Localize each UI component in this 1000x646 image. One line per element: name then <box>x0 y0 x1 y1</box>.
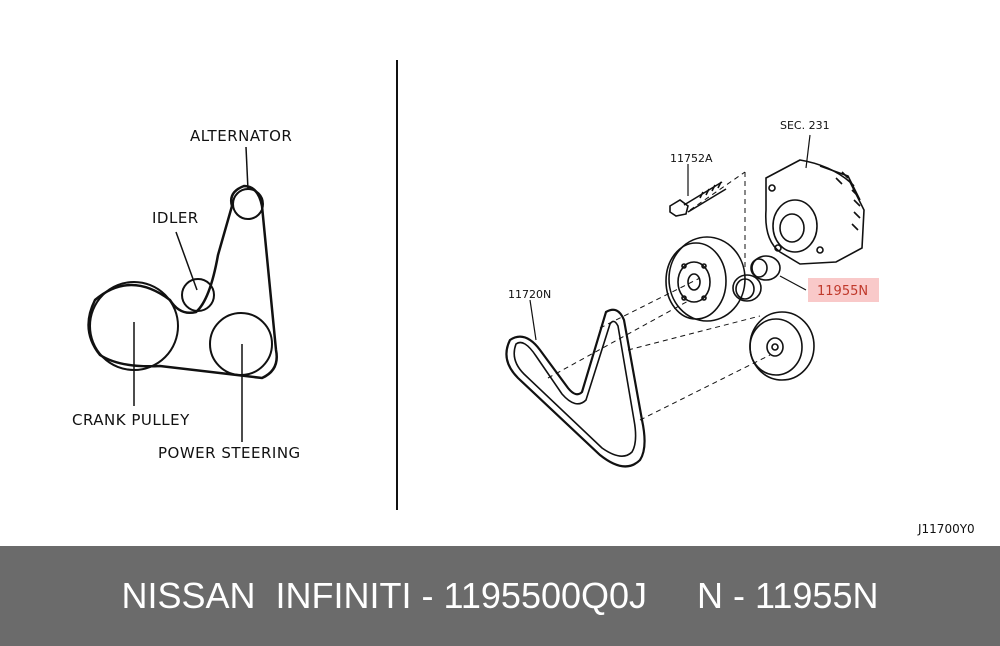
crank-pulley-drawing <box>665 236 746 322</box>
drive-belt-drawing <box>505 308 646 468</box>
drive-belt-inner <box>513 320 637 457</box>
alternator-leader <box>245 146 249 191</box>
exploded-view <box>505 134 865 468</box>
power-steering-label: POWER STEERING <box>158 444 301 462</box>
power-steering-pulley <box>209 312 273 376</box>
bolt-drawing <box>669 181 727 217</box>
alternator-drawing <box>764 159 865 265</box>
idler-pulley <box>181 278 215 312</box>
part-11955n-leader <box>779 275 807 291</box>
belt-part-label: 11720N <box>508 288 551 301</box>
belt-routing-schematic <box>87 146 278 442</box>
crank-pulley-label: CRANK PULLEY <box>72 411 190 429</box>
highlight-box <box>808 278 879 302</box>
alignment-lines <box>547 171 771 421</box>
highlighted-part-label[interactable]: 11955N <box>817 284 868 299</box>
alternator-pulley <box>232 188 264 220</box>
diagram-code: J11700Y0 <box>917 522 975 536</box>
alternator-label: ALTERNATOR <box>190 127 292 145</box>
idler-leader <box>175 231 198 291</box>
parts-diagram: ALTERNATOR IDLER CRANK PULLEY POWER STEE… <box>72 60 975 536</box>
belt-route-line <box>87 184 278 380</box>
footer-part-title: NISSAN INFINITI - 1195500Q0J N - 11955N <box>121 575 879 616</box>
belt-leader <box>529 299 537 341</box>
footer-bar: NISSAN INFINITI - 1195500Q0J N - 11955N <box>0 546 1000 646</box>
power-steering-pulley-drawing <box>749 311 815 381</box>
sec-label: SEC. 231 <box>780 119 830 132</box>
sec-leader <box>805 134 811 169</box>
bolt-part-label: 11752A <box>670 152 713 165</box>
bushing-11955n-drawing <box>732 255 781 302</box>
idler-label: IDLER <box>152 209 199 227</box>
